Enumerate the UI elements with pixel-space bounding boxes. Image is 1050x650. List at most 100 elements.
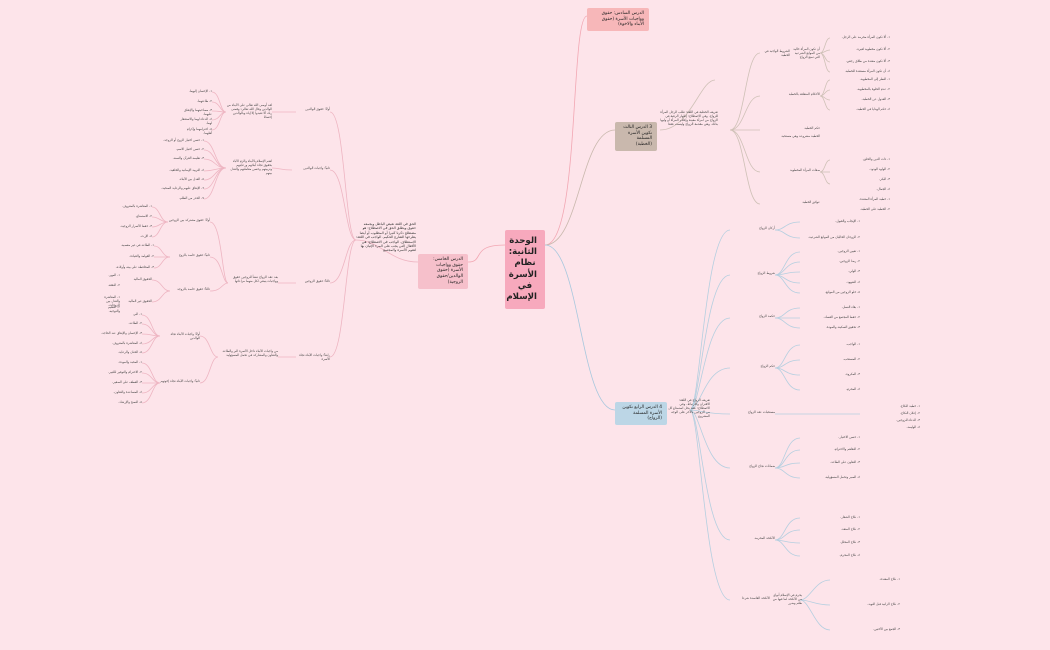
marriage-recommended-acts[interactable]: مستحبات عقد الزواج — [748, 410, 775, 414]
list-item[interactable]: ٥- خلو الزوجين من الموانع. — [824, 290, 860, 294]
list-item[interactable]: الحقوق المالية — [133, 277, 152, 281]
list-item[interactable]: ٣- مصاحبتهما والإنفاق عليهما. — [184, 108, 212, 116]
list-item[interactable]: ٢- طاعتهما. — [196, 99, 212, 103]
branch-lesson6[interactable]: الدرس السادس: حقوق وواجبات الأسرة (حقوق … — [587, 8, 649, 32]
marriage-pillars[interactable]: أركان الزواج — [759, 226, 775, 230]
list-item[interactable]: ٣- العطف على الصغير. — [112, 380, 142, 384]
shared-rights-heading[interactable]: أولاً: حقوق مشتركة بين الزوجين — [168, 218, 210, 222]
list-item[interactable]: ٢- حفظ المجتمع من الفساد. — [823, 315, 860, 319]
list-item[interactable]: ٣- المحافظة على بيته وأولاده. — [115, 265, 154, 269]
branch-lesson4[interactable]: 4 الدرس الرابع تكوين الأسرة المسلمة (الز… — [615, 402, 667, 426]
list-item[interactable]: ٤- الإرث. — [140, 234, 152, 238]
list-item[interactable]: ٣- الإحسان والإنفاق عند الحاجة. — [101, 331, 142, 335]
list-item[interactable]: الحقوق غير المالية — [128, 299, 152, 303]
list-item[interactable]: ١- المعاشرة والعدل بين الزوجات. — [104, 295, 120, 307]
list-item[interactable]: ٢- عدم الخلوة بالمخطوبة. — [856, 87, 890, 91]
list-item[interactable]: ١- المعاشرة بالمعروف. — [121, 204, 152, 208]
list-item[interactable]: ٤- الدعاء لهما والاستغفار لهما. — [180, 117, 212, 125]
list-item[interactable]: ٣- الجمع بين الأختين. — [873, 627, 900, 631]
branch-lesson3[interactable]: 3 الدرس الثالث تكوين الأسرة المسلمة (الخ… — [615, 122, 657, 151]
list-item[interactable]: ١- المحبة والمودة. — [118, 360, 142, 364]
list-item[interactable]: ١- بقاء النسل. — [841, 305, 860, 309]
engagement-conditions[interactable]: الشروط الواجبة في الخطبة — [764, 49, 790, 57]
marriage-success-guarantees[interactable]: ضمانات نجاح الزواج — [749, 464, 775, 468]
list-item[interactable]: ٤- المعاشرة بالمعروف. — [111, 341, 142, 345]
branch-lesson5[interactable]: الدرس الخامس: حقوق وواجبات الأسرة (حقوق … — [418, 254, 468, 289]
marriage-ruling[interactable]: حكم الزواج — [760, 364, 775, 368]
list-item[interactable]: ١- ألا تكون المرأة محرمة على الرجل. — [841, 35, 890, 39]
list-item[interactable]: ٣- البكر. — [879, 177, 890, 181]
list-item[interactable]: ٢- القوامة والقيادة. — [129, 254, 154, 258]
list-item[interactable]: ٥- النصح والإرشاد. — [118, 400, 142, 404]
list-item[interactable]: ٣- الدعاء للزوجين. — [896, 418, 920, 422]
list-item[interactable]: ٢- النفقة. — [107, 283, 120, 287]
list-item[interactable]: ١- الطاعة في غير معصية. — [120, 243, 154, 247]
list-item[interactable]: ١- خطبة النكاح. — [899, 404, 920, 408]
list-item[interactable]: ٣- حفظ الأسرار الزوجية. — [120, 224, 152, 228]
forbidden-marriages[interactable]: الأنكحة المحرمة — [754, 536, 775, 540]
engagement-rulings[interactable]: الأحكام المتعلقة بالخطبة — [788, 92, 820, 96]
marriage-conditions[interactable]: شروط الزواج — [757, 271, 776, 275]
list-item[interactable]: ١- حسن الاختيار. — [838, 435, 860, 439]
list-item[interactable]: ١- نكاح المعتدة. — [879, 577, 900, 581]
list-item[interactable]: ٥- الحنان والرعاية. — [118, 350, 142, 354]
list-item[interactable]: ٣- ألا تكون معتدة من طلاق رجعي. — [845, 59, 890, 63]
list-item[interactable]: ٤- المساعدة والتعاون. — [113, 390, 142, 394]
list-item[interactable]: ١- الإيجاب والقبول. — [835, 219, 860, 223]
list-item[interactable]: ١- النظر إلى المخطوبة. — [859, 77, 890, 81]
list-item[interactable]: ٣- التعاون على الطاعة. — [830, 460, 860, 464]
invalid-marriages[interactable]: الأنكحة الفاسدة شرعا — [741, 596, 770, 600]
section-parents-rights[interactable]: أولاً: حقوق الوالدين — [305, 107, 330, 111]
list-item[interactable]: ٤- المحرم. — [846, 387, 860, 391]
list-item[interactable]: ٢- الاحترام والتوقير للكبير. — [108, 370, 142, 374]
fiancee-qualities[interactable]: صفات المرأة المخطوبة — [789, 168, 820, 172]
list-item[interactable]: ١- البر. — [132, 312, 142, 316]
list-item[interactable]: ٢- الزوجان الخاليان من الموانع الشرعية. — [808, 235, 860, 239]
list-item[interactable]: ٤- الصبر وتحمل المسؤولية. — [824, 475, 860, 479]
section-spouses-rights[interactable]: ثالثاً: حقوق الزوجين — [304, 279, 330, 283]
list-item[interactable]: ٤- الجمال. — [876, 187, 890, 191]
list-item[interactable]: ٣- تحقيق السكينة والمودة. — [825, 325, 860, 329]
engagement-ruling[interactable]: حكم الخطبة — [804, 126, 820, 130]
list-item[interactable]: ٢- حسن اختيار الاسم. — [175, 147, 204, 151]
list-item[interactable]: ٢- إعلان النكاح. — [900, 411, 920, 415]
list-item[interactable]: ١- حسن اختيار الزوج أو الزوجة. — [163, 138, 204, 142]
list-item[interactable]: ٤- أن تكون المرأة مستعدة للخطبة. — [844, 69, 890, 73]
list-item[interactable]: ٢- التفاهم والاحترام. — [833, 447, 860, 451]
list-item[interactable]: ٤- التربية الإيمانية والخلقية. — [169, 168, 204, 172]
list-item[interactable]: ٢- رضا الزوجين. — [838, 259, 860, 263]
list-item[interactable]: ٣- المكروه. — [845, 372, 860, 376]
list-item[interactable]: ٤- الشهود. — [846, 280, 860, 284]
list-item[interactable]: ٢- الاستمتاع. — [135, 214, 152, 218]
list-item[interactable]: ١- المهر. — [108, 273, 120, 277]
list-item[interactable]: ٥- احترامهما وإكرام أهلهما. — [186, 127, 212, 135]
marriage-wisdom[interactable]: حكمة الزواج — [759, 314, 775, 318]
list-item[interactable]: ٢- نكاح الزانية قبل التوبة. — [867, 602, 900, 606]
wife-rights-heading[interactable]: ثالثاً: حقوق خاصة بالزوجة — [177, 287, 210, 291]
list-item[interactable]: ٣- نكاح المحلل. — [839, 540, 860, 544]
list-item[interactable]: ٦- الإنفاق عليهم والرعاية الصحية. — [161, 186, 204, 190]
list-item[interactable]: ٢- التعليم والتوجيه. — [107, 305, 120, 313]
children-to-siblings-heading[interactable]: ثانياً: واجبات الأبناء تجاه إخوتهم — [160, 379, 200, 383]
list-item[interactable]: ٢- المستحب. — [842, 357, 860, 361]
list-item[interactable]: ٢- نكاح المتعة. — [841, 527, 860, 531]
list-item[interactable]: ٣- تعليمه القرآن والسنة. — [172, 156, 204, 160]
children-to-parents-heading[interactable]: أولاً: واجبات الأبناء تجاه الوالدين — [170, 332, 200, 340]
list-item[interactable]: ٢- الخطبة على الخطبة. — [859, 207, 890, 211]
list-item[interactable]: ٤- الوليمة. — [906, 425, 920, 429]
section-children-duties[interactable]: رابعاً: واجبات الأبناء تجاه الأسرة — [299, 353, 330, 361]
list-item[interactable]: ٢- الطاعة. — [128, 321, 142, 325]
list-item[interactable]: ٣- الولي. — [848, 269, 860, 273]
list-item[interactable]: ٣- العدول عن الخطبة. — [861, 97, 890, 101]
list-item[interactable]: ٢- الولود الودود. — [869, 167, 890, 171]
list-item[interactable]: ١- الواجب. — [846, 342, 860, 346]
list-item[interactable]: ٥- العدل بين الأبناء. — [179, 177, 204, 181]
husband-rights-heading[interactable]: ثانياً: حقوق خاصة بالزوج — [178, 253, 210, 257]
list-item[interactable]: ١- الإحسان إليهما. — [188, 89, 212, 93]
list-item[interactable]: ٤- حكم الهدايا في الخطبة. — [856, 107, 890, 111]
engagement-obstacles[interactable]: عوائق الخطبة — [802, 200, 820, 204]
list-item[interactable]: ٧- الحذر من الظلم. — [178, 196, 204, 200]
list-item[interactable]: ١- تعيين الزوجين. — [837, 249, 860, 253]
root-node[interactable]: الوحدة الثانية: نظام الأسرة في الإسلام — [505, 230, 545, 310]
section-parents-duties[interactable]: ثانياً: واجبات الوالدين — [303, 166, 330, 170]
